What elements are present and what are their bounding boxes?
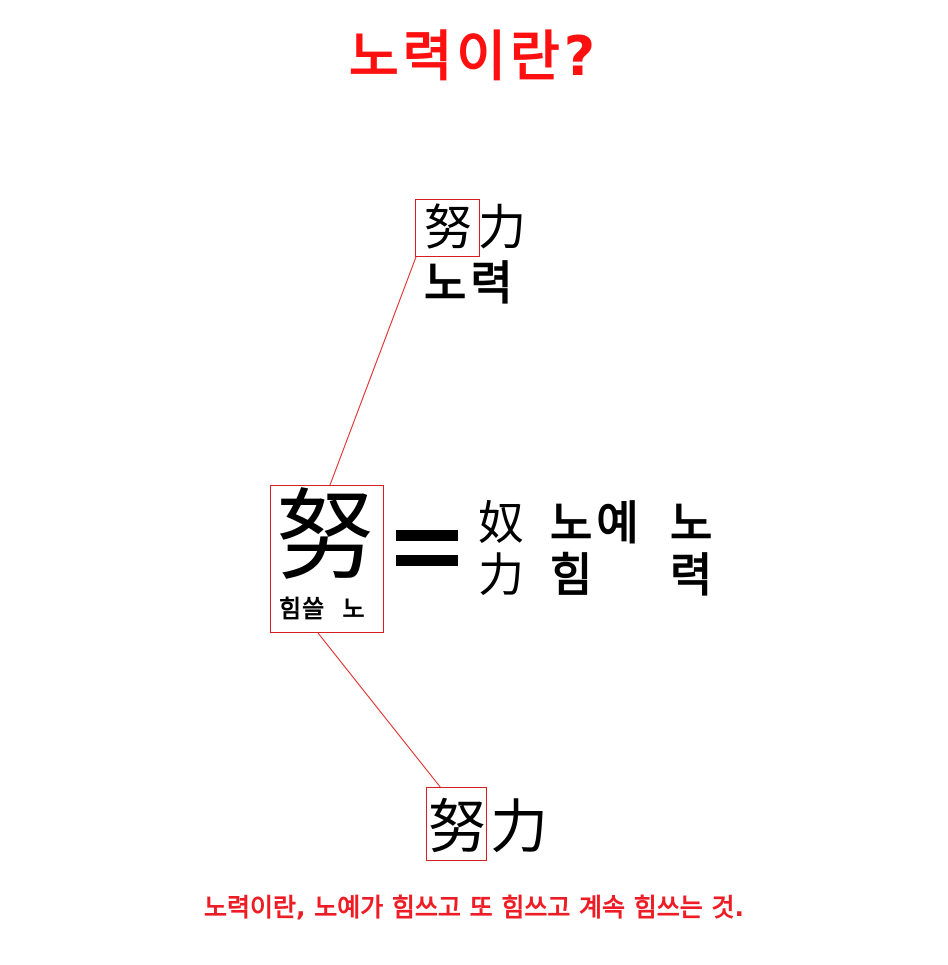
decomp-reading-top: 노: [670, 496, 713, 550]
top-hanja-1: 努: [424, 200, 473, 256]
decomp-hanja-bottom: 力: [478, 548, 524, 602]
center-highlight-box: [270, 485, 384, 633]
decomp-reading-bottom: 력: [670, 548, 713, 602]
equals-bar-bottom: [396, 555, 458, 566]
decomp-hanja-top: 奴: [478, 496, 524, 550]
top-hangul: 노력: [424, 256, 517, 310]
equals-bar-top: [396, 530, 458, 541]
caption: 노력이란, 노예가 힘쓰고 또 힘쓰고 계속 힘쓰는 것.: [204, 893, 744, 922]
decomp-meaning-top: 노예: [550, 496, 643, 550]
top-hanja-2: 力: [478, 200, 527, 256]
center-meaning: 힘쓸 노: [279, 595, 366, 623]
bottom-hanja-2: 力: [490, 793, 549, 861]
bottom-highlight-box: [426, 787, 487, 861]
top-highlight-box: [415, 199, 480, 257]
center-hanja: 努: [276, 480, 375, 594]
page-title: 노력이란?: [348, 25, 600, 88]
decomp-meaning-bottom: 힘: [550, 548, 593, 602]
bottom-hanja-1: 努: [428, 793, 487, 861]
